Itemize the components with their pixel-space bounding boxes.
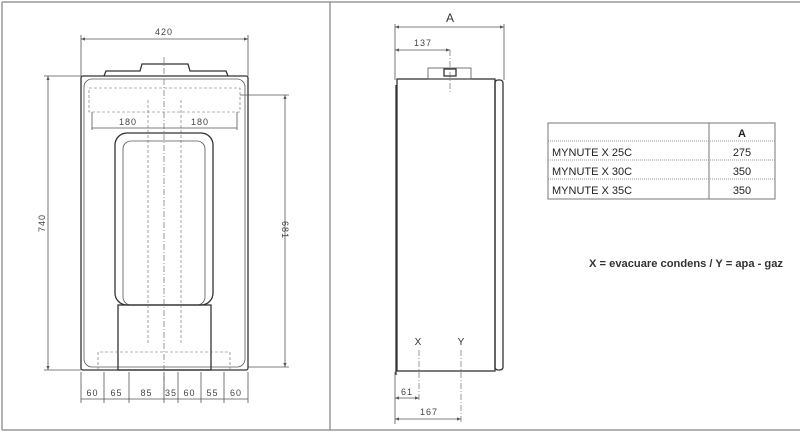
x-connection-label: X: [415, 337, 422, 348]
front-view: 420 740 681 180 180 60 65 85 35 60 55 60: [37, 27, 290, 403]
bottom-dimension-label: 65: [110, 388, 122, 398]
legend-text: X = evacuare condens / Y = apa - gaz: [589, 258, 784, 270]
height-dimension: 740: [37, 214, 47, 232]
mount-height-dimension: 681: [280, 221, 290, 239]
table-cell-model: MYNUTE X 30C: [552, 166, 632, 178]
table-row: MYNUTE X 35C 350: [552, 185, 751, 197]
table-row: MYNUTE X 30C 350: [552, 166, 751, 178]
depth-dimension: A: [446, 11, 454, 25]
table-header-a: A: [738, 128, 746, 140]
side-view: A 137 X Y 61 167: [394, 11, 505, 424]
flue-offset-dimension: 137: [414, 38, 432, 48]
bottom-dimension-label: 60: [230, 388, 242, 398]
table-cell-model: MYNUTE X 35C: [552, 185, 632, 197]
bracket-right-dimension: 180: [191, 117, 209, 127]
bottom-dimension-label: 60: [86, 388, 98, 398]
bottom-dimension-label: 35: [165, 388, 177, 398]
table-cell-a: 350: [733, 166, 751, 178]
x-offset-dimension: 61: [401, 387, 413, 397]
width-dimension: 420: [155, 27, 173, 37]
y-offset-dimension: 167: [420, 407, 438, 417]
table-cell-a: 350: [733, 185, 751, 197]
table-row: MYNUTE X 25C 275: [552, 147, 751, 159]
bottom-dimension-label: 55: [206, 388, 218, 398]
bracket-left-dimension: 180: [119, 117, 137, 127]
model-dimension-table: A MYNUTE X 25C 275 MYNUTE X 30C 350 MYNU…: [547, 122, 776, 200]
y-connection-label: Y: [458, 337, 465, 348]
table-cell-model: MYNUTE X 25C: [552, 147, 632, 159]
table-cell-a: 275: [733, 147, 751, 159]
bottom-dimension-label: 60: [183, 388, 195, 398]
bottom-dimension-label: 85: [140, 388, 152, 398]
